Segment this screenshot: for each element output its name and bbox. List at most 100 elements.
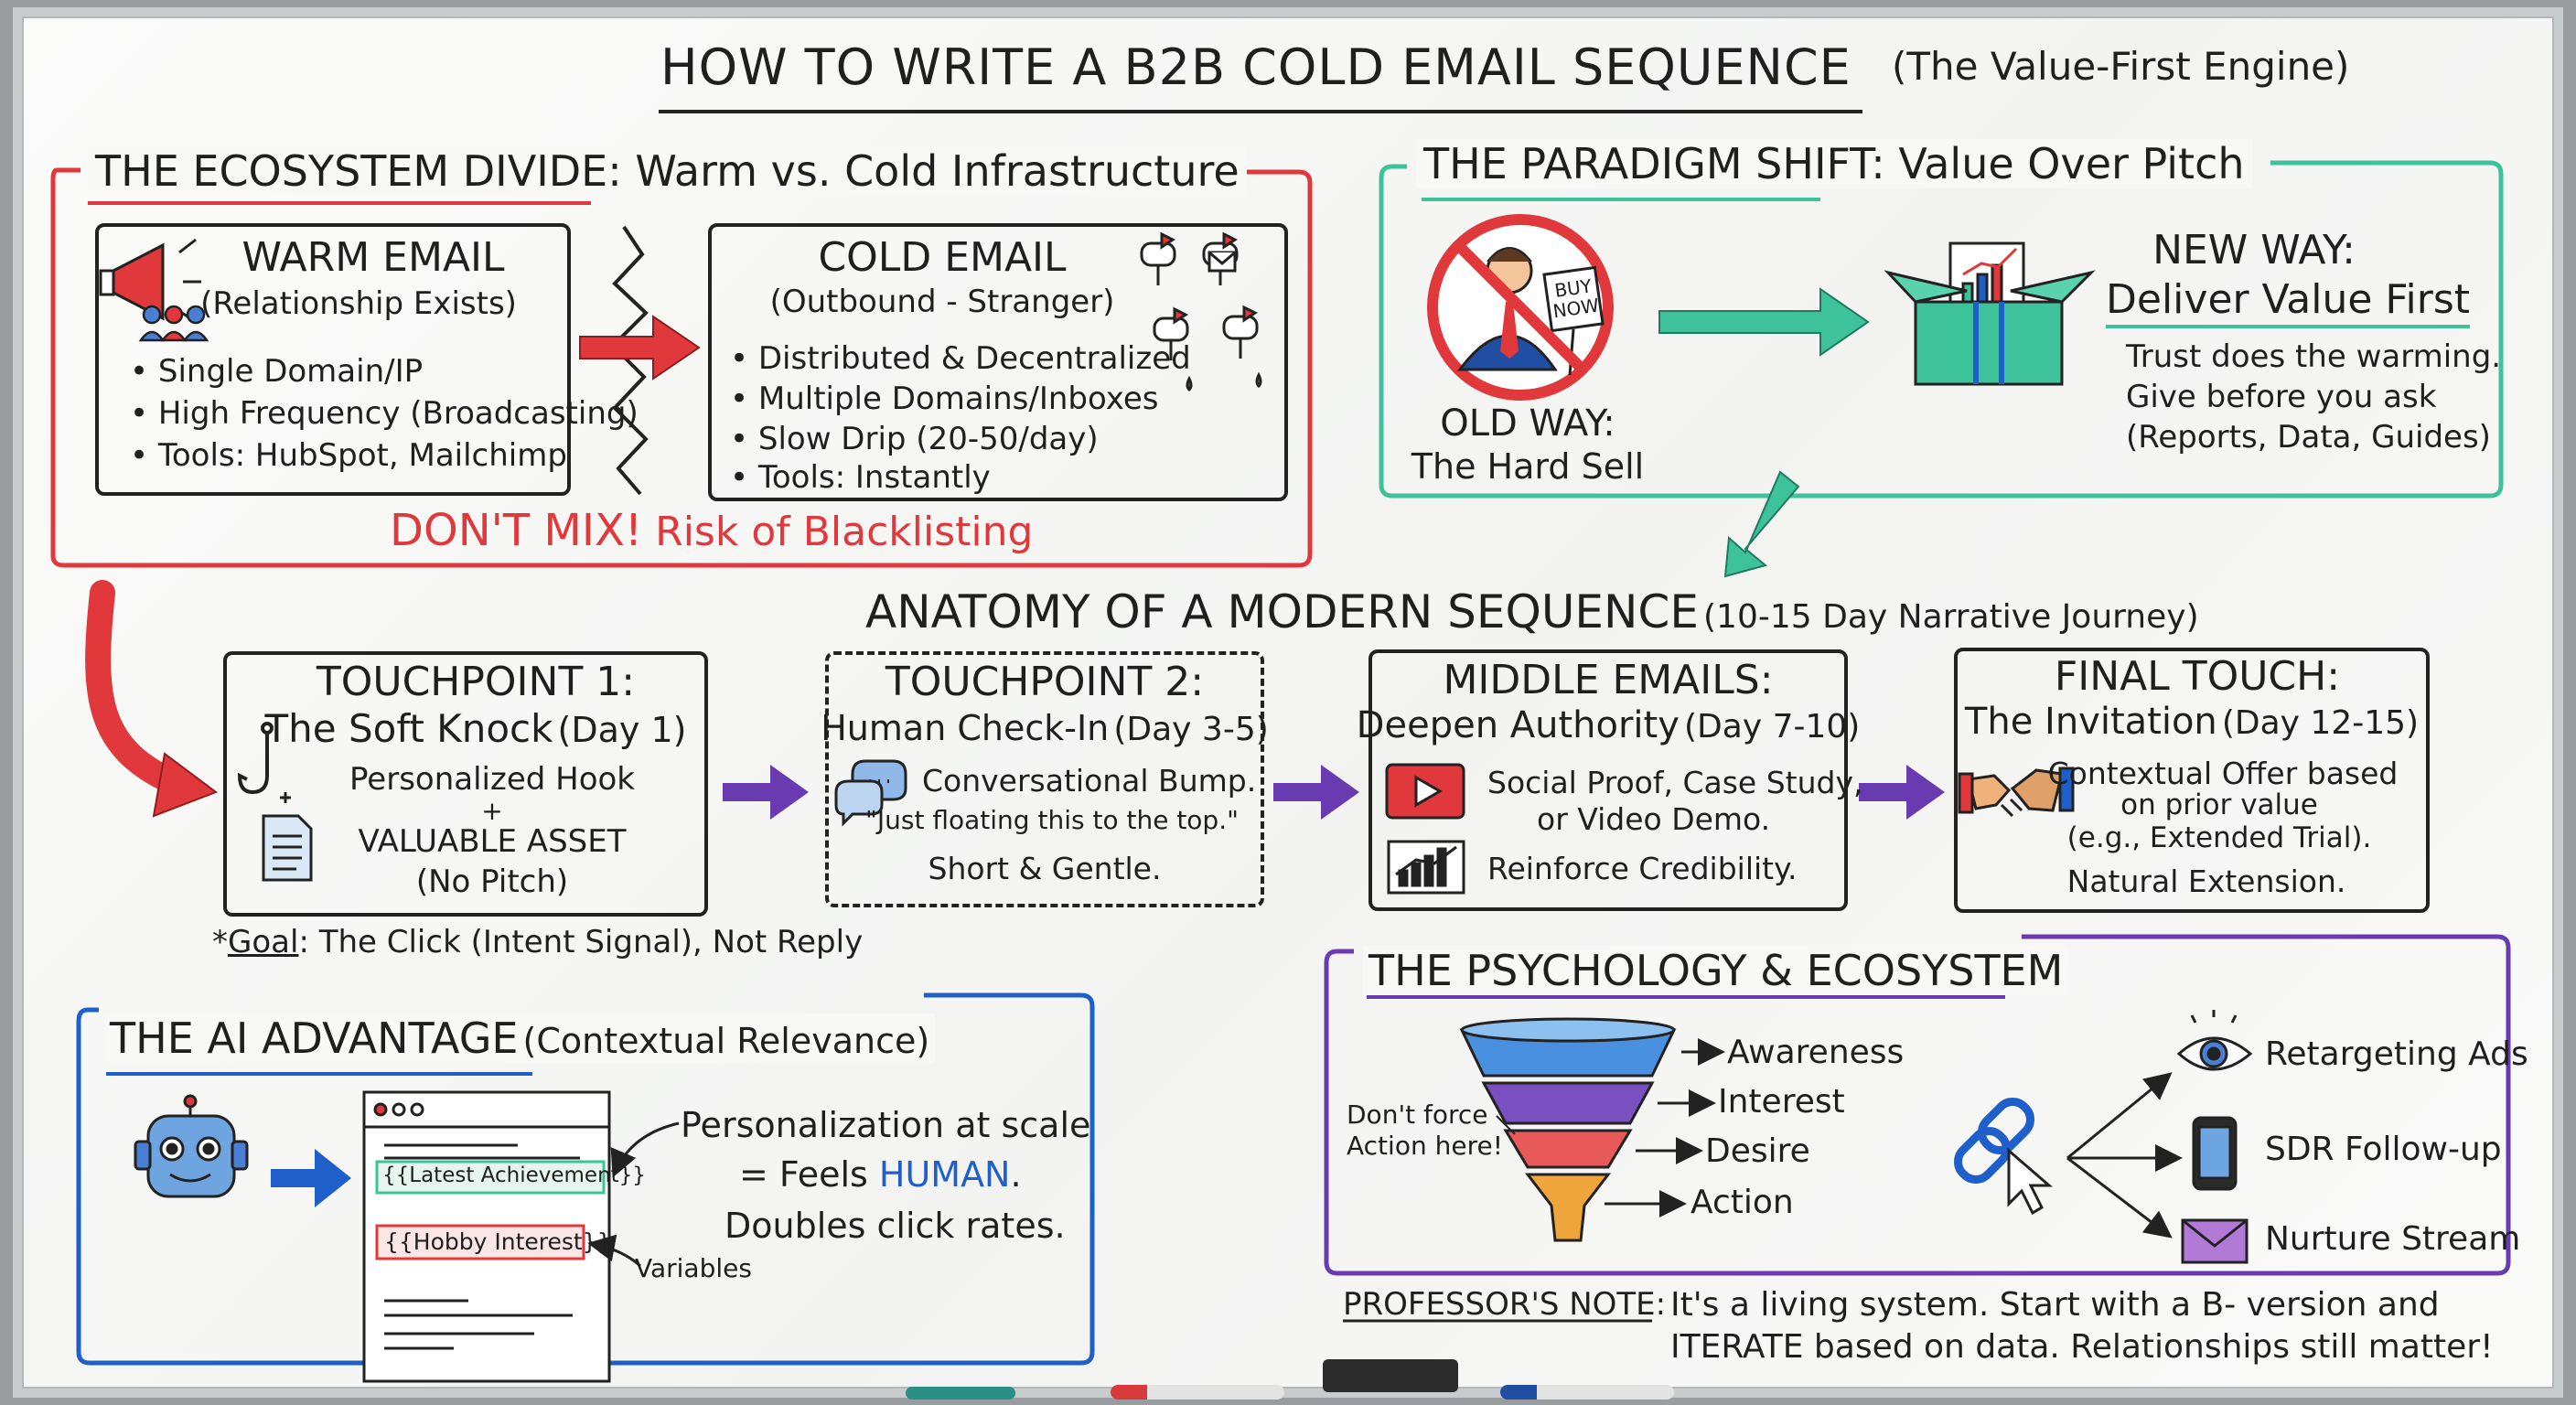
ai-line2-post: . [1010,1154,1022,1195]
funnel-stage-interest: Interest [1718,1083,1845,1121]
hook-icon [237,722,291,803]
eraser[interactable] [1323,1359,1458,1392]
warm-bullet: • High Frequency (Broadcasting) [130,395,639,432]
mid-line: or Video Demo. [1537,801,1771,837]
ai-human-emphasis: HUMAN [878,1154,1011,1195]
funnel-arrows [1605,1038,1725,1217]
mid-subtitle-text: Deepen Authority [1356,704,1680,746]
channel-sdr-follow-up: SDR Follow-up [2265,1131,2502,1168]
tp2-subtitle: Human Check-In (Day 3-5) [821,708,1269,748]
variable-hobby-interest: {{Hobby Interest}} [384,1228,612,1255]
new-way-label: NEW WAY: [2152,227,2356,273]
zigzag-divider [610,225,649,496]
goal-note: *Goal: The Click (Intent Signal), Not Re… [212,924,863,960]
warm-bullet: • Single Domain/IP [130,353,424,390]
funnel-stage-awareness: Awareness [1727,1034,1905,1071]
cold-bullet: • Multiple Domains/Inboxes [730,381,1159,417]
final-title: FINAL TOUCH: [2054,653,2341,700]
old-way-label: OLD WAY: [1440,402,1615,445]
channel-nurture-stream: Nurture Stream [2265,1220,2521,1258]
goal-star: * [212,924,228,960]
paradigm-frame [1379,160,2504,499]
old-way-desc: The Hard Sell [1411,446,1645,487]
analytics-chart-icon [1387,840,1465,895]
page-title: HOW TO WRITE A B2B COLD EMAIL SEQUENCE [660,38,1852,96]
cold-bullet: • Tools: Instantly [730,459,991,496]
tp2-line: "Just floating this to the top." [865,805,1239,835]
people-icon [138,305,209,342]
tp2-title: TOUCHPOINT 2: [885,659,1205,705]
tp1-line: + [481,796,503,826]
ai-line: Doubles click rates. [724,1206,1066,1246]
variables-label: Variables [635,1253,752,1283]
no-hard-sell-icon [1427,214,1614,401]
cold-bullet: • Distributed & Decentralized [730,340,1191,377]
ai-heading-sub: (Contextual Relevance) [522,1021,930,1061]
video-icon [1385,763,1465,820]
professor-note-line: It's a living system. Start with a B- ve… [1670,1286,2440,1324]
final-timing: (Day 12-15) [2221,704,2420,742]
chat-bubble-icon [834,759,907,827]
tp1-line: VALUABLE ASSET [358,823,627,860]
ecosystem-heading-main: THE ECOSYSTEM DIVIDE [95,146,608,196]
ai-heading-main: THE AI ADVANTAGE [110,1014,519,1063]
warning-strong: DON'T MIX! [390,505,643,556]
ecosystem-heading-rest: : Warm vs. Cold Infrastructure [607,146,1240,196]
new-way-point: Trust does the warming. [2126,338,2502,375]
value-box-icon [1884,241,2096,386]
mailbox-icons [1140,231,1262,392]
mid-timing: (Day 7-10) [1684,708,1861,745]
final-line: Natural Extension. [2066,863,2346,899]
cold-email-subtitle: (Outbound - Stranger) [769,284,1115,320]
warm-email-box [95,223,571,496]
tp2-line: Conversational Bump. [922,763,1257,799]
funnel-stage-desire: Desire [1705,1132,1810,1170]
tp1-subtitle-text: The Soft Knock [264,706,553,751]
sequence-arrows [723,765,1945,820]
buy-now-sign: BUY NOW [1549,274,1600,322]
handshake-icon [1958,767,2075,818]
warm-email-title: WARM EMAIL [242,234,505,281]
tp2-line: Short & Gentle. [928,851,1162,886]
psych-frame [1324,934,2511,1276]
phone-icon [2192,1116,2238,1191]
ai-heading: THE AI ADVANTAGE (Contextual Relevance) [104,1014,936,1063]
mid-title: MIDDLE EMAILS: [1443,657,1774,703]
cold-email-box [708,223,1288,501]
funnel-note-line: Don't force [1347,1099,1488,1130]
anatomy-heading-sub: (10-15 Day Narrative Journey) [1703,598,2199,636]
paradigm-heading-rest: : Value Over Pitch [1871,139,2245,188]
ecosystem-frame [50,167,1313,568]
ai-line: = Feels HUMAN. [739,1154,1022,1195]
paradigm-heading-main: THE PARADIGM SHIFT [1423,139,1872,188]
new-way-point: Give before you ask [2126,379,2437,415]
ai-line2-pre: = Feels [739,1154,879,1195]
marker-teal[interactable] [906,1387,1015,1400]
mid-subtitle: Deepen Authority (Day 7-10) [1357,704,1861,746]
ecosystem-heading: THE ECOSYSTEM DIVIDE: Warm vs. Cold Infr… [88,146,1247,196]
note-arrow [1496,1115,1516,1135]
anatomy-heading-main: ANATOMY OF A MODERN SEQUENCE [865,585,1699,638]
document-icon [262,814,313,882]
marker-blue[interactable] [1500,1385,1674,1400]
final-subtitle: The Invitation (Day 12-15) [1965,701,2419,743]
final-touch-card [1954,648,2430,913]
professor-note-label: PROFESSOR'S NOTE: [1343,1286,1667,1323]
funnel-note-line: Action here! [1347,1131,1503,1161]
marker-red[interactable] [1111,1385,1284,1400]
professor-note-line: ITERATE based on data. Relationships sti… [1670,1328,2494,1366]
tp1-timing: (Day 1) [557,710,687,750]
final-subtitle-text: The Invitation [1964,701,2217,743]
goal-text: : The Click (Intent Signal), Not Reply [298,924,864,960]
warm-bullet: • Tools: HubSpot, Mailchimp [130,437,567,474]
tp1-subtitle: The Soft Knock (Day 1) [264,706,686,751]
robot-icon [134,1094,249,1198]
tp1-title: TOUCHPOINT 1: [316,659,636,705]
new-way-desc: Deliver Value First [2106,276,2470,328]
touchpoint-1-card [223,651,708,917]
middle-emails-card [1368,649,1848,911]
page-subtitle: (The Value-First Engine) [1892,44,2350,89]
funnel-note: Don't force Action here! [1347,1099,1503,1162]
tp2-subtitle-text: Human Check-In [821,708,1110,748]
